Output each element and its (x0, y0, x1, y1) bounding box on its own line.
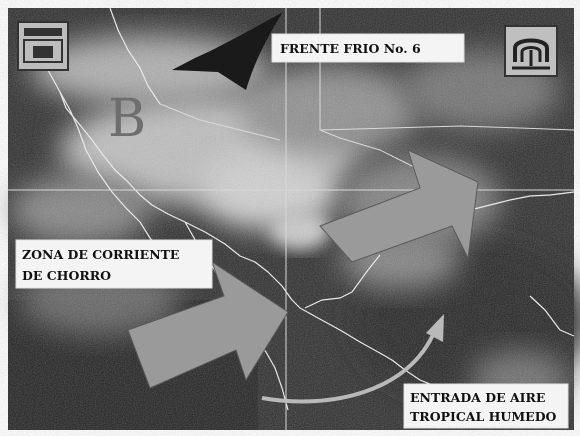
tropical-air-label: ENTRADA DE AIRE TROPICAL HUMEDO (403, 383, 569, 429)
cold-front-symbol (172, 12, 283, 90)
jet-stream-label-line1: ZONA DE CORRIENTE (22, 247, 179, 262)
institution-logo-icon (504, 25, 558, 77)
cold-front-label-text: FRENTE FRIO No. 6 (280, 41, 421, 56)
low-pressure-marker: B (108, 89, 146, 149)
tropical-air-label-line1: ENTRADA DE AIRE (410, 390, 545, 405)
jet-stream-label: ZONA DE CORRIENTE DE CHORRO (15, 239, 213, 289)
jet-stream-label-line2: DE CHORRO (22, 268, 111, 283)
jet-stream-arrows (127, 149, 479, 389)
tropical-air-label-line2: TROPICAL HUMEDO (410, 409, 557, 424)
tropical-air-arrow (261, 314, 444, 404)
jet-stream-arrow-upper (319, 149, 479, 263)
weather-agency-logo-icon (17, 21, 69, 71)
cold-front-label: FRENTE FRIO No. 6 (271, 33, 465, 63)
jet-stream-arrow-lower (127, 260, 289, 389)
grid-lines (8, 8, 574, 430)
satellite-image: B (8, 7, 580, 430)
